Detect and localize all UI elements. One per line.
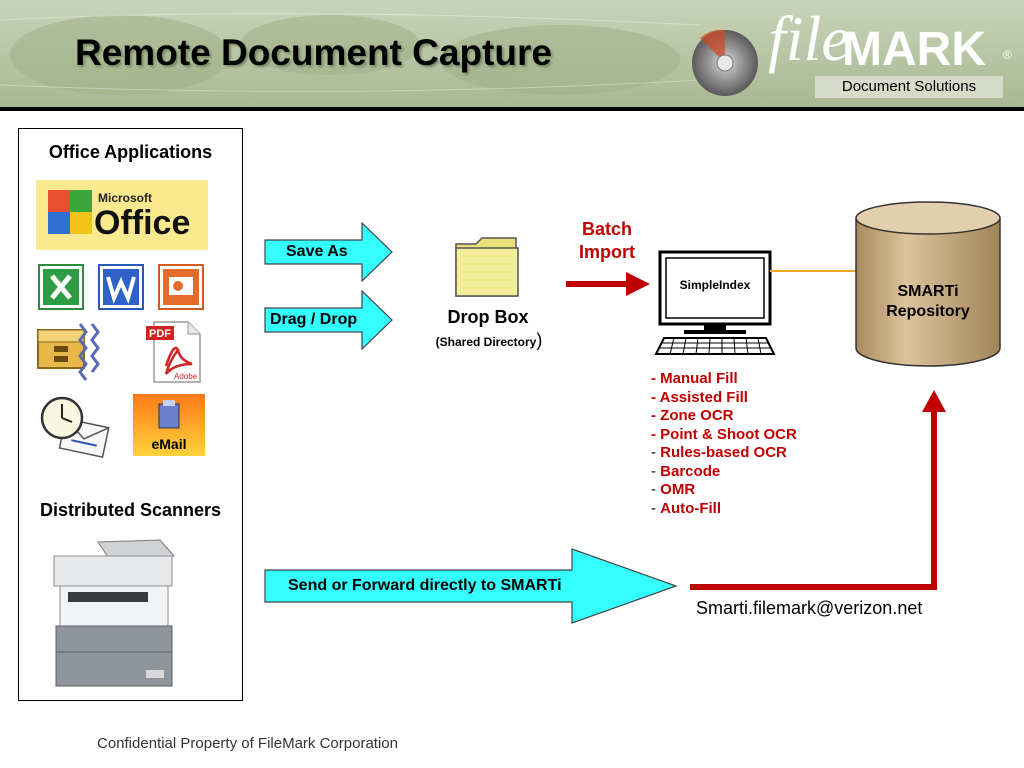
- header-world-map-icon: [0, 13, 701, 95]
- header-divider: [0, 107, 1024, 111]
- drag-drop-label: Drag / Drop: [270, 311, 358, 328]
- capture-features-list: - Manual Fill - Assisted Fill - Zone OCR…: [651, 370, 797, 518]
- batch-import-arrow: [566, 272, 650, 296]
- simpleindex-label: SimpleIndex: [679, 278, 751, 292]
- footer-confidential: Confidential Property of FileMark Corpor…: [97, 735, 398, 752]
- save-as-arrow: [264, 222, 393, 282]
- logo-mark: MARK: [842, 23, 986, 76]
- logo-tagline: Document Solutions: [815, 76, 1003, 98]
- feature-item: - Auto-Fill: [651, 499, 721, 517]
- batch-import-line2: Import: [579, 242, 635, 262]
- shared-directory-paren: ): [536, 330, 543, 350]
- batch-import-label: Batch Import: [560, 218, 654, 264]
- email-icon-label: eMail: [151, 436, 186, 452]
- adobe-text: Adobe: [174, 372, 198, 381]
- outlook-clock-envelope-icon: [40, 396, 110, 458]
- smarti-repository-label: SMARTi Repository: [858, 282, 998, 322]
- send-forward-label: Send or Forward directly to SMARTi: [288, 577, 562, 594]
- feature-item: - Rules-based OCR: [651, 444, 787, 461]
- office-logo-small-text: Microsoft: [98, 191, 152, 205]
- page-title: Remote Document Capture: [75, 32, 552, 73]
- cd-disc-icon: [692, 29, 758, 96]
- folder-icon: [455, 237, 519, 297]
- smarti-email-address: Smarti.filemark@verizon.net: [696, 598, 923, 618]
- repository-line2: Repository: [886, 303, 970, 320]
- distributed-scanners-label: Distributed Scanners: [39, 500, 222, 520]
- shared-directory-text: (Shared Directory: [435, 335, 537, 349]
- feature-item: - OMR: [651, 481, 696, 498]
- drop-box-label: Drop Box: [447, 307, 529, 327]
- pdf-icon: PDF Adobe: [146, 321, 201, 383]
- send-forward-arrow: [264, 548, 678, 624]
- logo-word: file: [768, 3, 850, 74]
- save-as-label: Save As: [286, 243, 348, 260]
- drag-drop-arrow: [264, 290, 393, 350]
- word-icon: [98, 264, 144, 310]
- feature-item: - Manual Fill: [651, 370, 738, 387]
- email-icon: eMail: [133, 394, 205, 456]
- feature-item: - Zone OCR: [651, 407, 734, 424]
- sources-panel: [18, 128, 243, 701]
- powerpoint-icon: [158, 264, 204, 310]
- excel-icon: [38, 264, 84, 310]
- multifunction-scanner-icon: [53, 539, 176, 687]
- feature-item: - Assisted Fill: [651, 388, 748, 406]
- microsoft-office-logo-icon: Microsoft Office: [36, 180, 208, 250]
- batch-import-line1: Batch: [581, 219, 632, 239]
- repository-line1: SMARTi: [897, 283, 959, 300]
- repository-connector: [770, 270, 860, 272]
- computer-icon: [654, 250, 776, 355]
- feature-item: - Barcode: [651, 462, 721, 480]
- logo-registered: ®: [1003, 48, 1012, 62]
- pdf-badge-text: PDF: [149, 328, 171, 340]
- smarti-repository-cylinder: [855, 201, 1001, 367]
- winzip-icon: [37, 323, 100, 381]
- feature-item: - Point & Shoot OCR: [651, 425, 797, 443]
- office-logo-big-text: Office: [94, 204, 190, 242]
- email-to-repository-arrow: [690, 390, 946, 590]
- office-applications-label: Office Applications: [48, 142, 213, 162]
- shared-directory-label: (Shared Directory): [414, 330, 564, 351]
